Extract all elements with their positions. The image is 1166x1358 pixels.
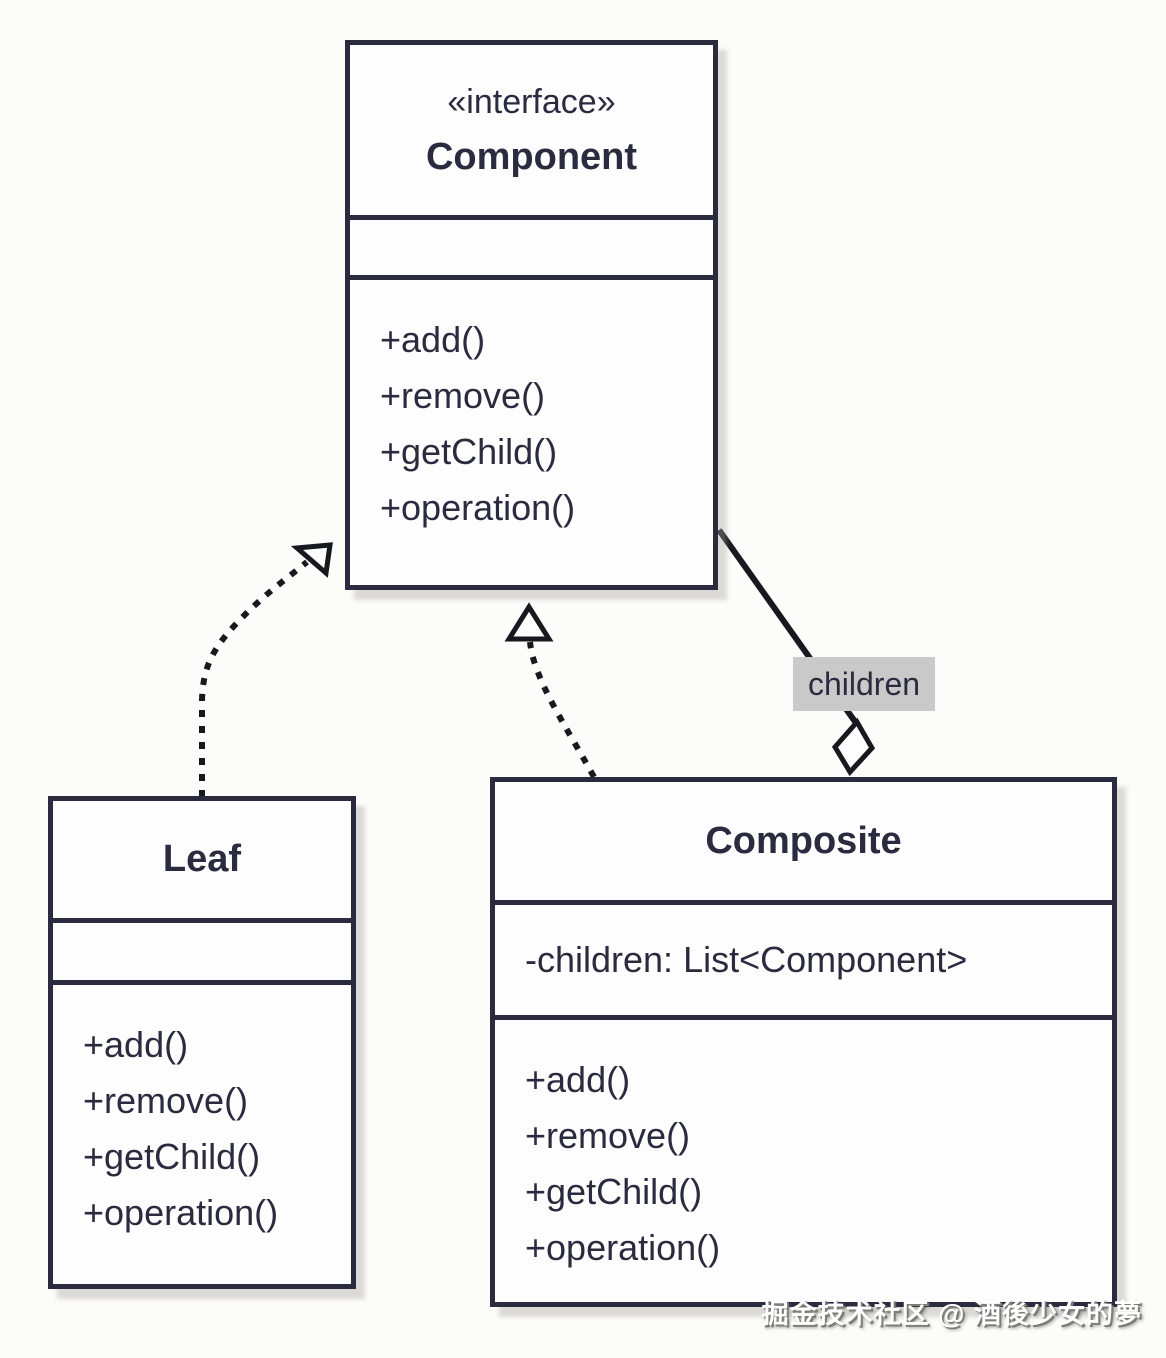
class-header-component: «interface» Component bbox=[350, 45, 713, 215]
method-item: +operation() bbox=[380, 487, 576, 528]
class-box-leaf: Leaf +add() +remove() +getChild() +opera… bbox=[48, 796, 356, 1289]
class-header-composite: Composite bbox=[495, 782, 1112, 900]
class-name-composite: Composite bbox=[705, 819, 902, 862]
methods-section-leaf: +add() +remove() +getChild() +operation(… bbox=[53, 980, 351, 1284]
method-item: +add() bbox=[380, 319, 486, 360]
edge-label-children: children bbox=[793, 657, 935, 711]
attributes-section-leaf bbox=[53, 918, 351, 980]
realization-edge-composite-to-component bbox=[527, 641, 597, 779]
method-item: +remove() bbox=[380, 375, 546, 416]
methods-section-component: +add() +remove() +getChild() +operation(… bbox=[350, 275, 713, 585]
realization-edge-leaf-to-component bbox=[199, 559, 309, 797]
methods-section-composite: +add() +remove() +getChild() +operation(… bbox=[495, 1015, 1112, 1302]
method-item: +remove() bbox=[83, 1080, 249, 1121]
class-box-component: «interface» Component +add() +remove() +… bbox=[345, 40, 718, 590]
aggregation-diamond-icon bbox=[831, 717, 876, 777]
method-item: +add() bbox=[525, 1059, 631, 1100]
attribute-item: -children: List<Component> bbox=[525, 939, 968, 980]
attributes-section-component bbox=[350, 215, 713, 275]
method-item: +operation() bbox=[83, 1192, 279, 1233]
watermark: 掘金技术社区 @ 酒後少女的夢 bbox=[761, 1299, 1142, 1329]
class-name-component: Component bbox=[425, 136, 638, 178]
method-item: +operation() bbox=[525, 1227, 721, 1268]
method-item: +getChild() bbox=[83, 1136, 261, 1177]
realization-arrowhead-leaf-icon bbox=[290, 542, 333, 578]
method-item: +getChild() bbox=[380, 431, 558, 472]
class-box-composite: Composite -children: List<Component> +ad… bbox=[490, 777, 1117, 1307]
class-header-leaf: Leaf bbox=[53, 801, 351, 918]
method-item: +getChild() bbox=[525, 1171, 703, 1212]
method-item: +remove() bbox=[525, 1115, 691, 1156]
realization-arrowhead-composite-icon bbox=[504, 602, 554, 642]
attributes-section-composite: -children: List<Component> bbox=[495, 900, 1112, 1015]
method-item: +add() bbox=[83, 1024, 189, 1065]
class-stereotype-component: «interface» bbox=[447, 83, 616, 121]
class-name-leaf: Leaf bbox=[162, 838, 242, 880]
